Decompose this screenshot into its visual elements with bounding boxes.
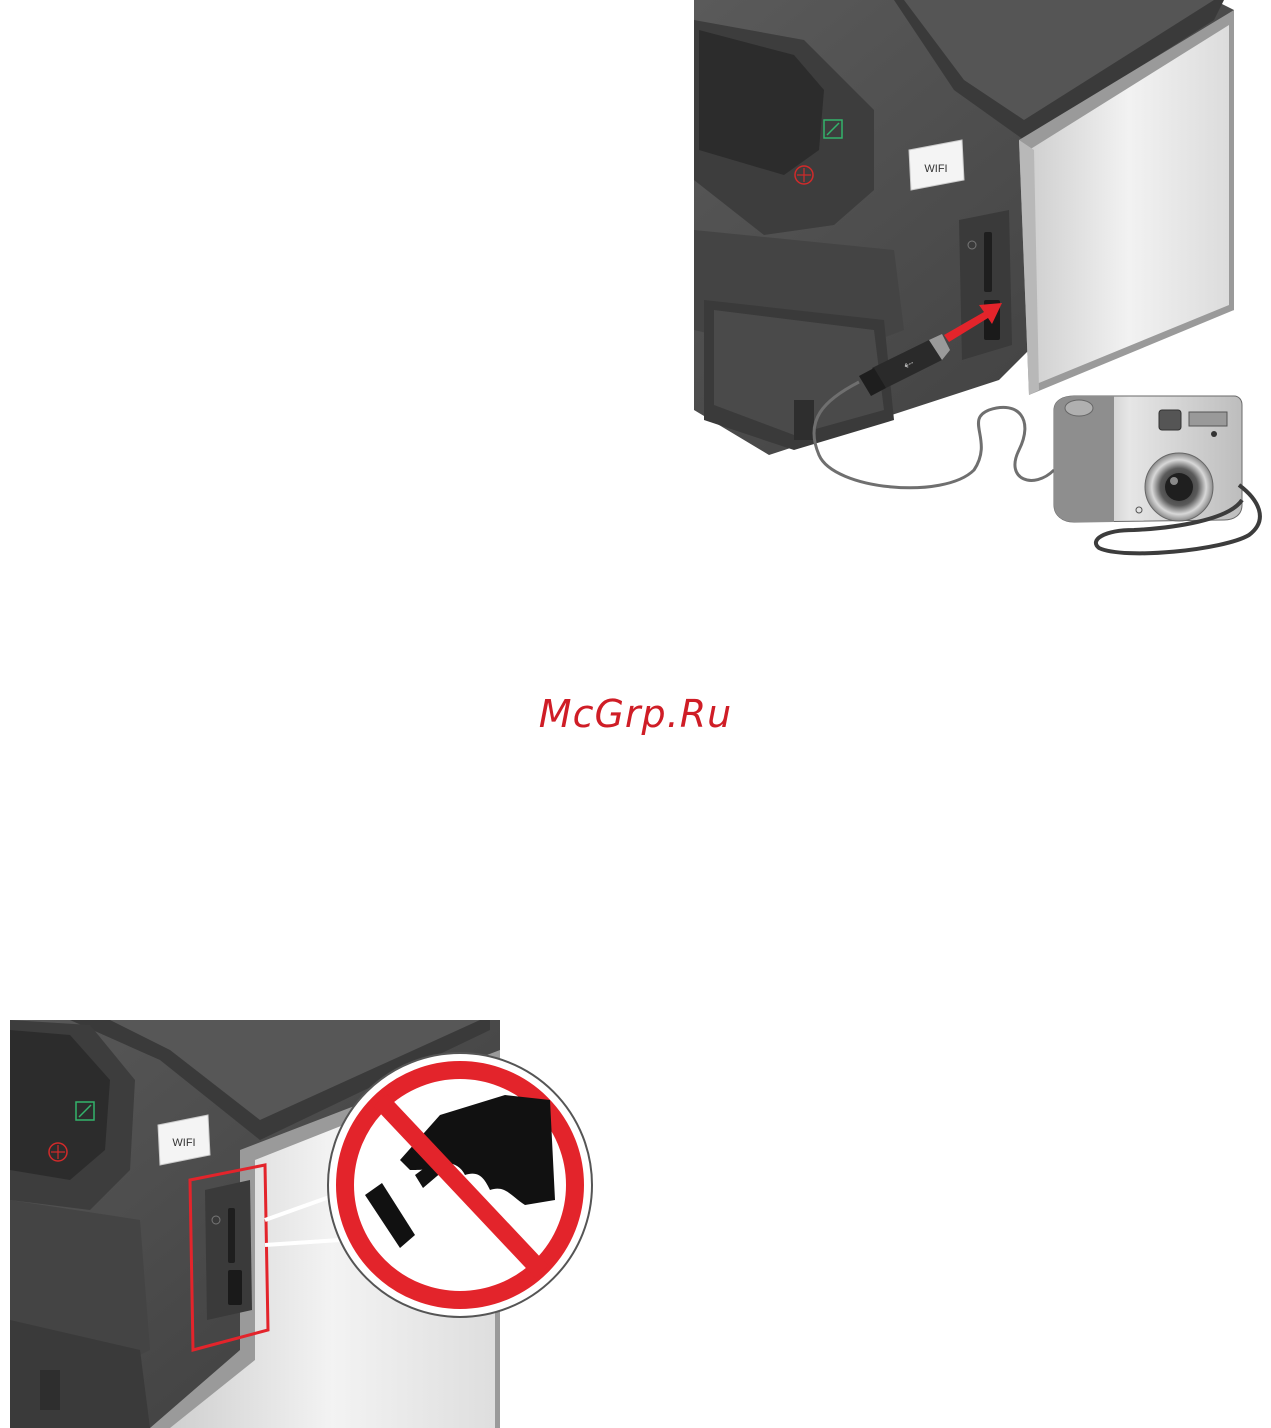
prohibition-sign — [328, 1053, 592, 1317]
memory-card-slot — [984, 232, 992, 292]
printer-prohibition-illustration: WIFI — [10, 1020, 600, 1428]
memory-card-slot — [228, 1208, 235, 1263]
wifi-badge-text: WIFI — [924, 163, 947, 175]
pictbridge-port — [228, 1270, 242, 1305]
digital-camera — [1054, 396, 1260, 553]
pictbridge-port-area — [959, 210, 1012, 360]
watermark: McGrp.Ru — [0, 692, 1271, 736]
wifi-badge-text: WIFI — [172, 1137, 195, 1149]
shutter-button — [1065, 400, 1093, 416]
viewfinder — [1159, 410, 1181, 430]
printer-camera-usb-illustration: WIFI ⇠ — [694, 0, 1271, 570]
flash-window — [1189, 412, 1227, 426]
